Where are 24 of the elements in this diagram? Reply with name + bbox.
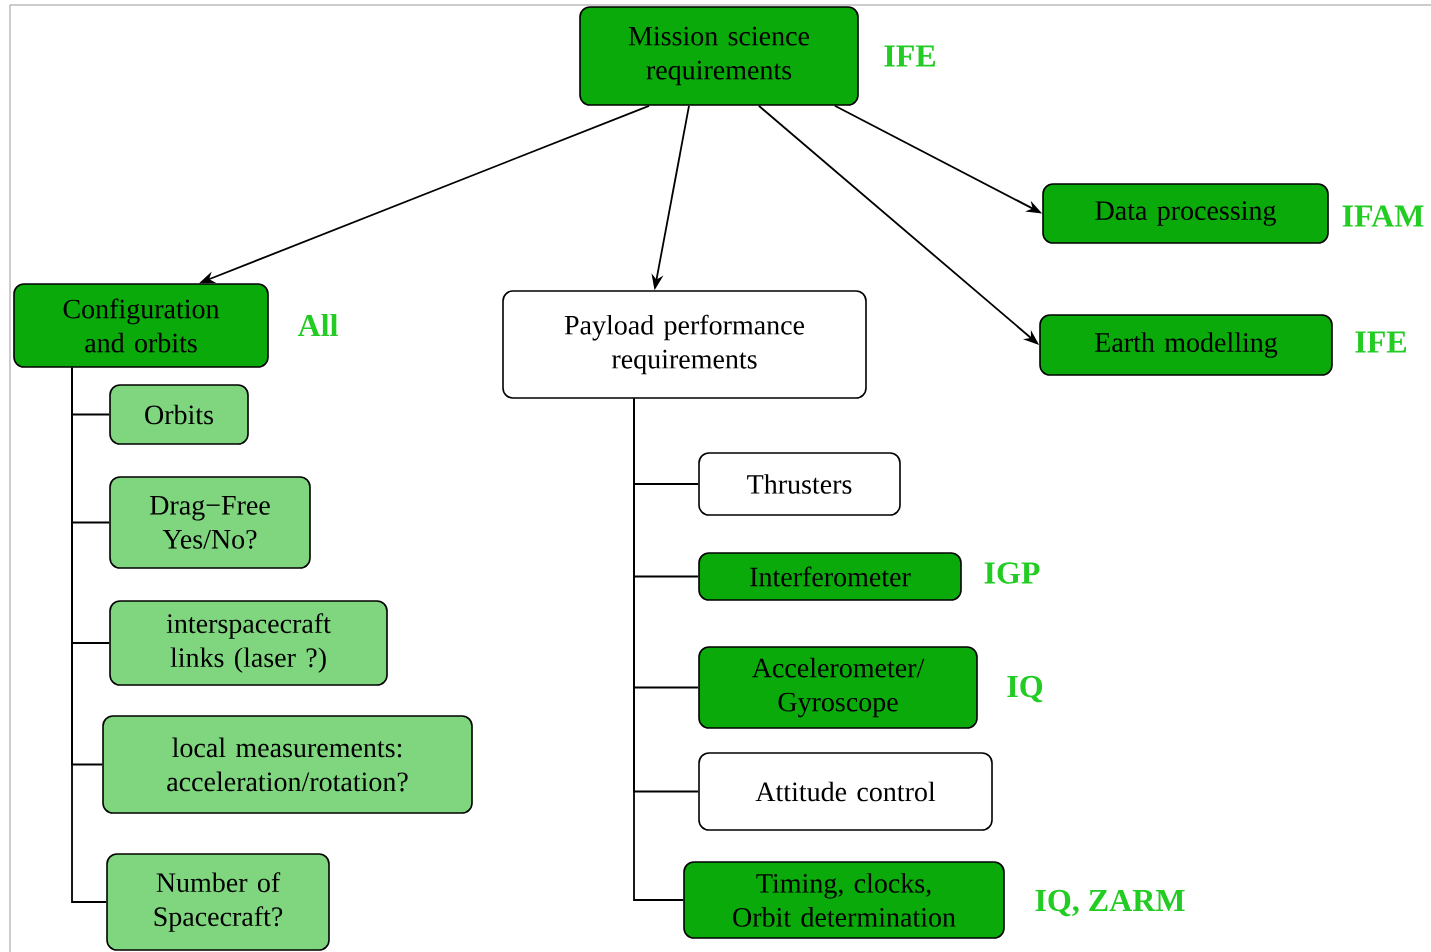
- process-box: interspacecraft links (laser ?): [109, 600, 388, 686]
- group-label: IFAM: [1342, 205, 1424, 227]
- process-box: Thrusters: [698, 452, 901, 516]
- process-box: Orbits: [109, 384, 249, 445]
- process-box: Accelerometer/ Gyroscope: [698, 646, 978, 729]
- group-label: IQ, ZARM: [1035, 889, 1185, 917]
- connector-line: [633, 397, 685, 901]
- group-label: IFE: [1355, 331, 1407, 353]
- process-box: Number of Spacecraft?: [106, 853, 330, 951]
- process-box: Attitude control: [698, 752, 993, 831]
- process-box: Earth modelling: [1039, 314, 1333, 376]
- process-box: Mission science requirements: [579, 6, 859, 106]
- group-label: IFE: [884, 45, 936, 67]
- group-label: All: [297, 313, 338, 337]
- group-label: IQ: [1007, 675, 1043, 703]
- group-label: IGP: [984, 562, 1040, 584]
- process-box: Interferometer: [698, 552, 962, 601]
- process-box: Timing, clocks, Orbit determination: [683, 861, 1005, 939]
- process-box: Payload performance requirements: [502, 290, 867, 399]
- process-box: Configuration and orbits: [13, 283, 269, 368]
- process-box: local measurements: acceleration/rotation?: [102, 715, 473, 814]
- connector-line: [71, 366, 108, 903]
- process-box: Drag−Free Yes/No?: [109, 476, 311, 569]
- process-box: Data processing: [1042, 183, 1329, 244]
